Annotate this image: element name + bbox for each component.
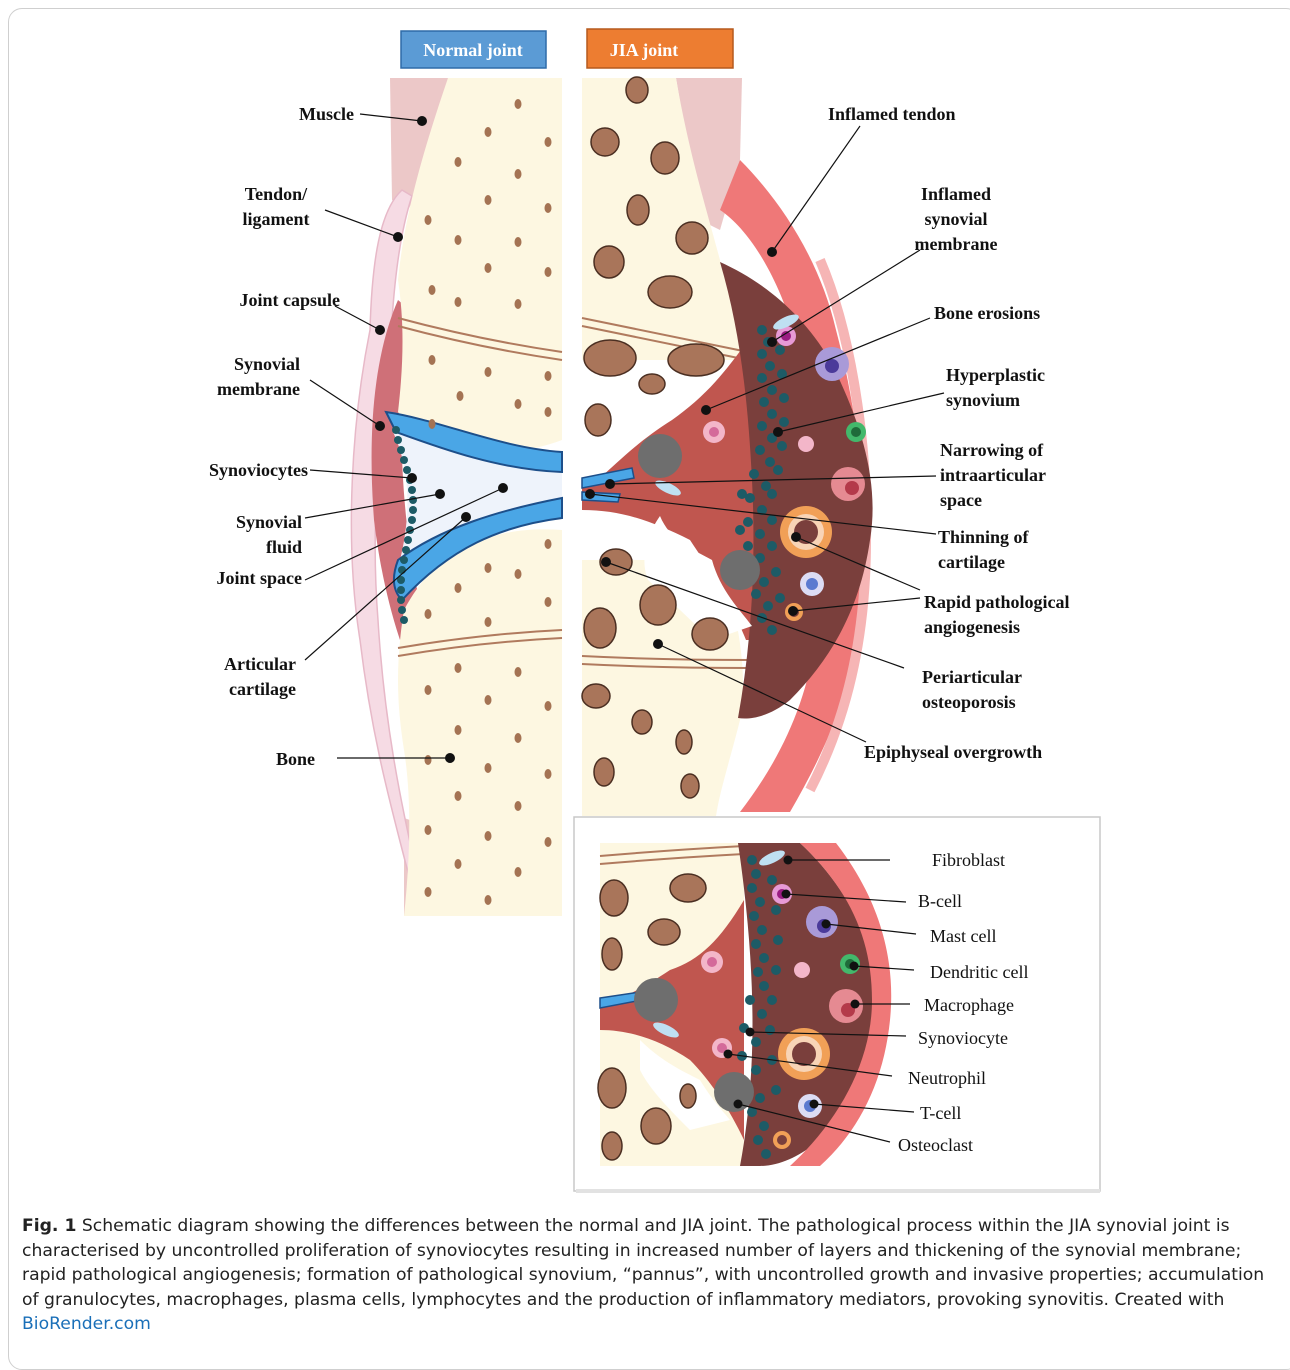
label-narrowing-1: Narrowing of	[940, 440, 1044, 460]
label-muscle: Muscle	[299, 104, 354, 124]
label-tendon-2: ligament	[243, 209, 310, 229]
header-jia-label: JIA joint	[610, 40, 679, 60]
label-joint-capsule: Joint capsule	[239, 290, 340, 310]
label-articular-cartilage-1: Articular	[224, 654, 296, 674]
header-normal-label: Normal joint	[423, 40, 522, 60]
label-thinning-1: Thinning of	[938, 527, 1030, 547]
inset-label-neutrophil: Neutrophil	[908, 1068, 986, 1088]
label-angiogenesis-1: Rapid pathological	[924, 592, 1070, 612]
label-narrowing-2: intraarticular	[940, 465, 1046, 485]
label-inflamed-membrane-2: synovial	[924, 209, 987, 229]
inset-label-b-cell: B-cell	[918, 891, 962, 911]
label-osteoporosis-1: Periarticular	[922, 667, 1022, 687]
label-inflamed-membrane-3: membrane	[915, 234, 998, 254]
biorender-link[interactable]: BioRender.com	[22, 1314, 151, 1334]
inset-label-osteoclast: Osteoclast	[898, 1135, 973, 1155]
inset-label-dendritic-cell: Dendritic cell	[930, 962, 1028, 982]
lower-bone	[398, 529, 562, 916]
label-joint-space: Joint space	[217, 568, 303, 588]
normal-joint	[351, 78, 562, 916]
label-synovial-membrane-2: membrane	[217, 379, 300, 399]
label-inflamed-membrane-1: Inflamed	[921, 184, 991, 204]
label-bone-erosions: Bone erosions	[934, 303, 1040, 323]
label-articular-cartilage-2: cartilage	[229, 679, 296, 699]
inset-label-synoviocyte: Synoviocyte	[918, 1028, 1008, 1048]
inset-label-macrophage: Macrophage	[924, 995, 1014, 1015]
label-narrowing-3: space	[940, 490, 982, 510]
caption-fig-label: Fig. 1	[22, 1216, 76, 1236]
label-thinning-2: cartilage	[938, 552, 1005, 572]
header-normal: Normal joint	[401, 31, 546, 68]
label-tendon-1: Tendon/	[245, 184, 308, 204]
label-synoviocytes: Synoviocytes	[209, 460, 308, 480]
label-angiogenesis-2: angiogenesis	[924, 617, 1020, 637]
label-synovial-fluid-1: Synovial	[236, 512, 302, 532]
jia-joint	[582, 77, 873, 816]
label-hyperplastic-1: Hyperplastic	[946, 365, 1045, 385]
caption-text: Schematic diagram showing the difference…	[22, 1216, 1264, 1310]
label-bone: Bone	[276, 749, 315, 769]
joint-diagram: Normal joint JIA joint Muscle Tendon/ li…	[0, 0, 1290, 1200]
inset-panel: Fibroblast B-cell Mast cell Dendritic ce…	[574, 817, 1100, 1193]
label-osteoporosis-2: osteoporosis	[922, 692, 1016, 712]
label-overgrowth: Epiphyseal overgrowth	[864, 742, 1042, 762]
inset-label-t-cell: T-cell	[920, 1103, 961, 1123]
header-jia: JIA joint	[587, 29, 733, 68]
inset-label-mast-cell: Mast cell	[930, 926, 996, 946]
label-inflamed-tendon: Inflamed tendon	[828, 104, 956, 124]
label-hyperplastic-2: synovium	[946, 390, 1020, 410]
inset-label-fibroblast: Fibroblast	[932, 850, 1005, 870]
label-synovial-membrane-1: Synovial	[234, 354, 300, 374]
figure-caption: Fig. 1 Schematic diagram showing the dif…	[22, 1214, 1272, 1337]
label-synovial-fluid-2: fluid	[266, 537, 302, 557]
